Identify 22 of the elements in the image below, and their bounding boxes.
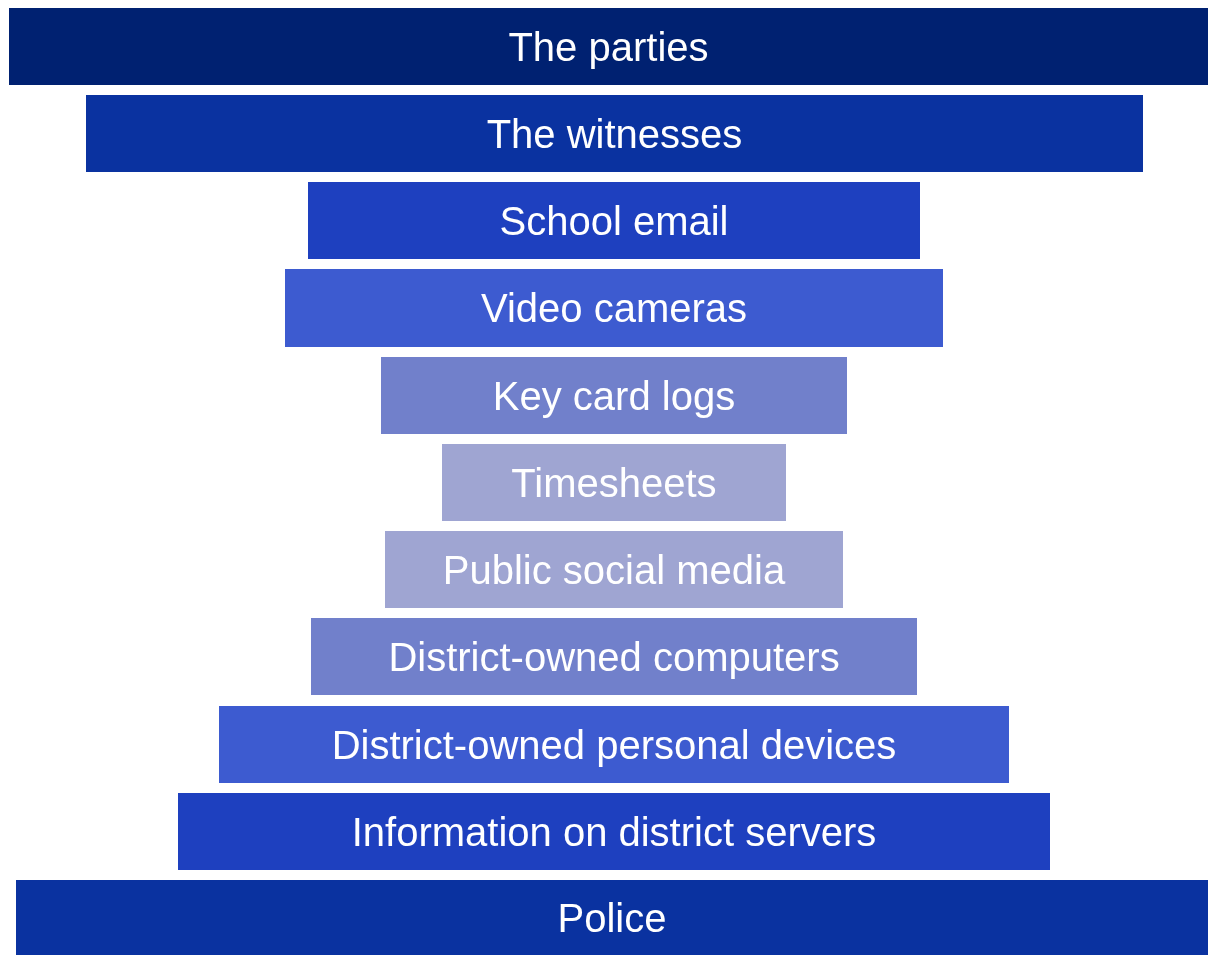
bar-label: District-owned computers xyxy=(388,636,840,677)
list-bar xyxy=(442,444,786,521)
list-bar xyxy=(385,531,843,608)
list-bar xyxy=(219,706,1009,783)
bar-label: Key card logs xyxy=(492,375,736,416)
list-bar xyxy=(178,793,1050,870)
list-bar xyxy=(16,880,1208,955)
list-bar xyxy=(308,182,920,259)
bar-label: The parties xyxy=(508,26,709,67)
list-bar xyxy=(381,357,847,434)
bar-label: Timesheets xyxy=(511,462,717,503)
bar-label: Police xyxy=(557,897,667,938)
bar-label: Public social media xyxy=(442,549,786,590)
bar-label: District-owned personal devices xyxy=(331,724,897,765)
bar-label: Video cameras xyxy=(480,288,748,328)
bar-label: School email xyxy=(499,200,729,241)
list-bar xyxy=(311,618,917,695)
list-bar xyxy=(86,95,1143,172)
list-bar xyxy=(285,269,943,347)
bar-label: The witnesses xyxy=(486,113,743,154)
list-bar xyxy=(9,8,1208,85)
bar-label: Information on district servers xyxy=(351,811,877,852)
